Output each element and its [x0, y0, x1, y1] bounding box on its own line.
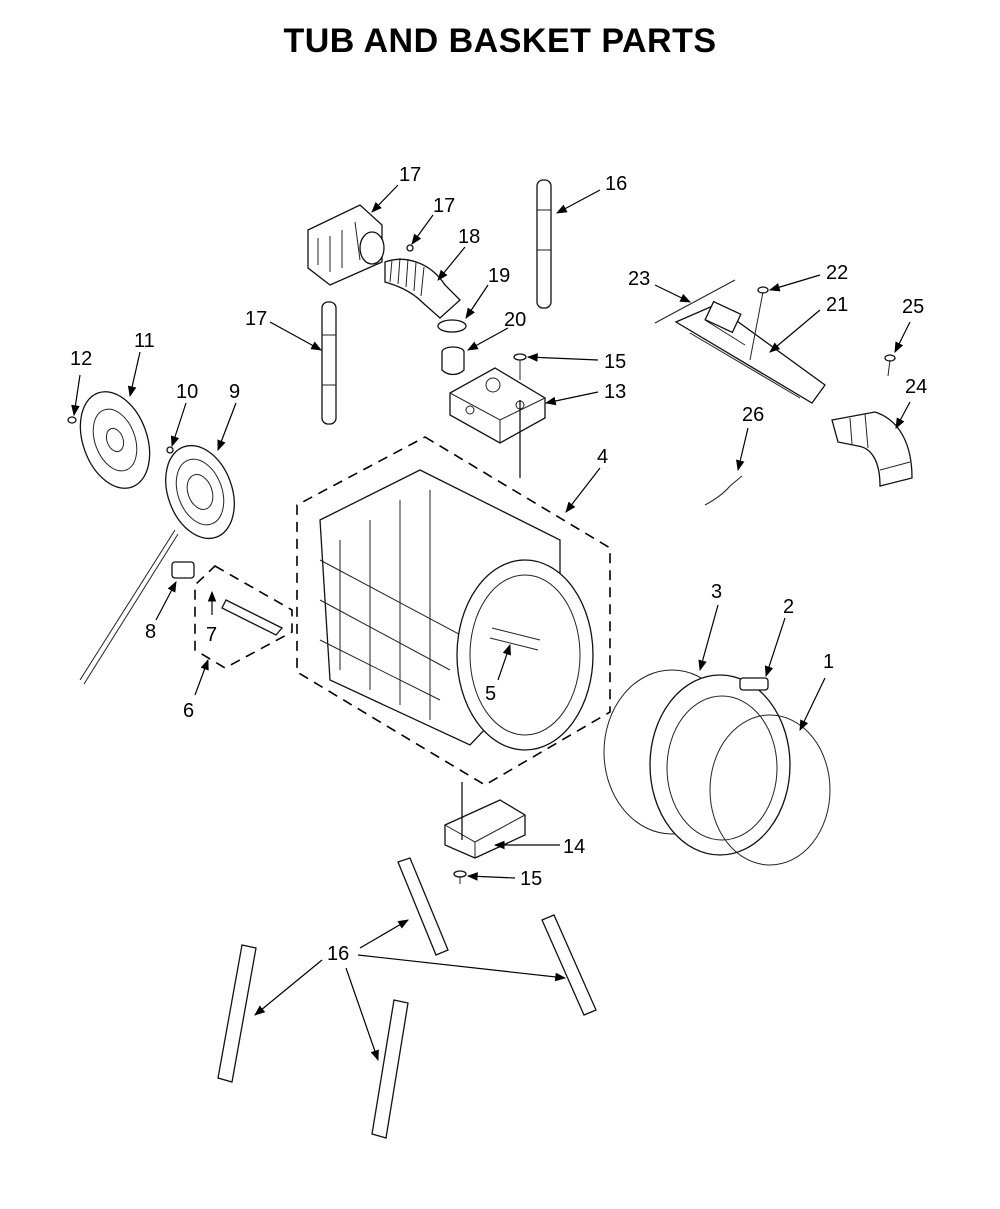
part-24-screw[interactable]	[749, 286, 769, 361]
callout-8: 8	[145, 621, 156, 643]
callout-28: 26	[742, 404, 764, 426]
part-26-elbow-hose[interactable]	[831, 411, 913, 487]
callout-27: 25	[902, 296, 924, 318]
callout-2: 2	[783, 596, 794, 618]
part-5-basket-opening[interactable]	[456, 559, 594, 751]
part-10-nut[interactable]	[166, 446, 174, 454]
part-18-pump-housing[interactable]	[307, 204, 385, 286]
part-16-damper-d[interactable]	[371, 999, 409, 1139]
callout-21: 19	[488, 265, 510, 287]
callout-18: 17	[399, 164, 421, 186]
part-28-wire[interactable]	[704, 475, 743, 506]
callout-7: 7	[206, 624, 217, 646]
part-7-shaft[interactable]	[221, 599, 284, 636]
tub-assembly-group-outline	[296, 436, 611, 786]
callout-5: 5	[485, 683, 496, 705]
part-16-damper-c[interactable]	[217, 944, 257, 1083]
callout-15-bottom: 15	[520, 868, 542, 890]
callout-labels: 17 17 18 19 20 18 17 16 17 17 15 13 22 2…	[70, 164, 927, 965]
callout-4: 4	[597, 446, 608, 468]
part-16-damper-b[interactable]	[541, 914, 597, 1016]
part-21-seal[interactable]	[437, 319, 467, 333]
callout-16-main: 16	[327, 943, 349, 965]
callout-19: 17	[433, 195, 455, 217]
callout-22: 20	[504, 309, 526, 331]
part-20-bellows-hose[interactable]	[384, 257, 461, 319]
callout-13: 13	[604, 381, 626, 403]
part-13-top-bracket[interactable]	[449, 367, 546, 444]
part-14-bottom-bracket[interactable]	[444, 799, 526, 859]
callout-11: 11	[134, 330, 155, 352]
part-19-clamp[interactable]	[406, 244, 414, 252]
callout-23: 21	[826, 294, 848, 316]
part-11-drive-pulley[interactable]	[68, 382, 162, 498]
callout-12: 12	[70, 348, 92, 370]
part-15-screw-bottom[interactable]	[453, 870, 467, 884]
callout-6: 6	[183, 700, 194, 722]
part-25-wire[interactable]	[654, 279, 736, 324]
part-16-damper-a[interactable]	[397, 857, 449, 956]
basket-group-outline	[194, 565, 293, 669]
part-15-screw-top[interactable]	[513, 353, 527, 380]
callout-10: 10	[176, 381, 198, 403]
callout-1: 1	[823, 651, 834, 673]
drive-shaft	[79, 529, 179, 685]
part-12-bolt[interactable]	[67, 416, 77, 424]
callout-17-left: 17	[245, 308, 267, 330]
callout-15-top: 15	[604, 351, 626, 373]
callout-9: 9	[229, 381, 240, 403]
part-2-front-tub[interactable]	[649, 674, 791, 856]
callout-26: 24	[905, 376, 927, 398]
callout-25: 23	[628, 268, 650, 290]
callout-14: 14	[563, 836, 585, 858]
part-9-rotor[interactable]	[154, 436, 247, 548]
leader-lines	[71, 184, 911, 1062]
part-22-grommet[interactable]	[441, 346, 465, 376]
part-17-damper-top-right[interactable]	[536, 179, 552, 309]
diagram-title: TUB AND BASKET PARTS	[283, 22, 717, 60]
part-23-wire-harness-bracket[interactable]	[674, 300, 826, 404]
part-8-bearing-bracket[interactable]	[171, 561, 195, 579]
part-17-damper-left[interactable]	[321, 301, 337, 425]
part-1-gasket[interactable]	[709, 714, 831, 866]
callout-3: 3	[711, 581, 722, 603]
callout-20: 18	[458, 226, 480, 248]
callout-17a: 16	[605, 173, 627, 195]
callout-24: 22	[826, 262, 848, 284]
part-27-screw[interactable]	[884, 354, 896, 377]
